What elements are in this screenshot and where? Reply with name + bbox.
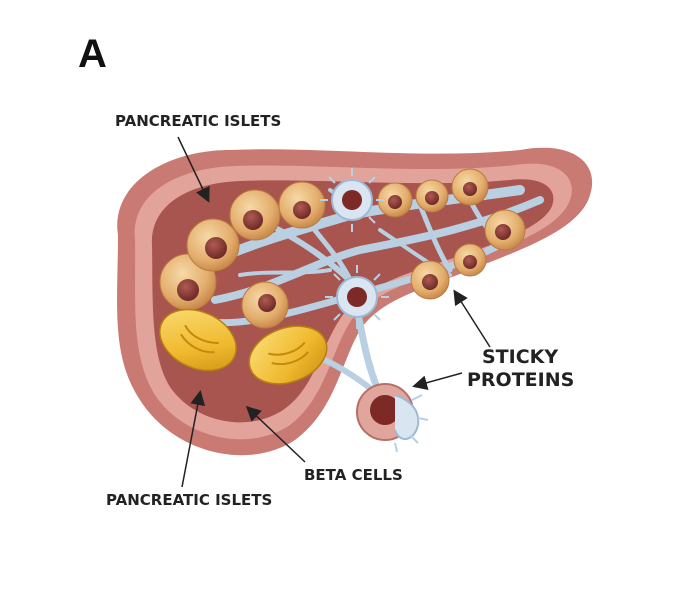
arrow-islets-bottom [181,390,206,488]
protein-cluster-detached [356,383,429,453]
pointer-arrows [177,136,491,488]
islet-cell [241,281,289,329]
panel-letter: A [78,32,107,76]
label-pancreatic-islets-bottom: PANCREATIC ISLETS [106,491,272,509]
beta-cell [248,325,328,385]
beta-cell [159,308,237,372]
islet-cell [186,218,240,272]
islet-cell [229,189,281,241]
label-beta-cells: BETA CELLS [304,466,403,484]
label-pancreatic-islets-top: PANCREATIC ISLETS [115,112,281,130]
arrow-beta-cells [245,405,306,463]
arrow-sticky-proteins-lower [412,372,463,391]
protein-cluster [325,265,389,329]
label-sticky: STICKY [482,346,558,368]
islet-cell [453,243,487,277]
islet-cell [484,209,526,251]
protein-cluster [320,168,384,232]
islet-cell [451,168,489,206]
arrow-islets-top [177,136,210,203]
islet-cell [410,260,450,300]
arrow-sticky-proteins-upper [453,289,491,348]
islet-cell [415,179,449,213]
islet-cell [278,181,326,229]
protein-clusters [320,168,429,453]
islet-cells [159,168,526,329]
label-proteins: PROTEINS [467,369,574,391]
beta-cells [159,308,328,385]
